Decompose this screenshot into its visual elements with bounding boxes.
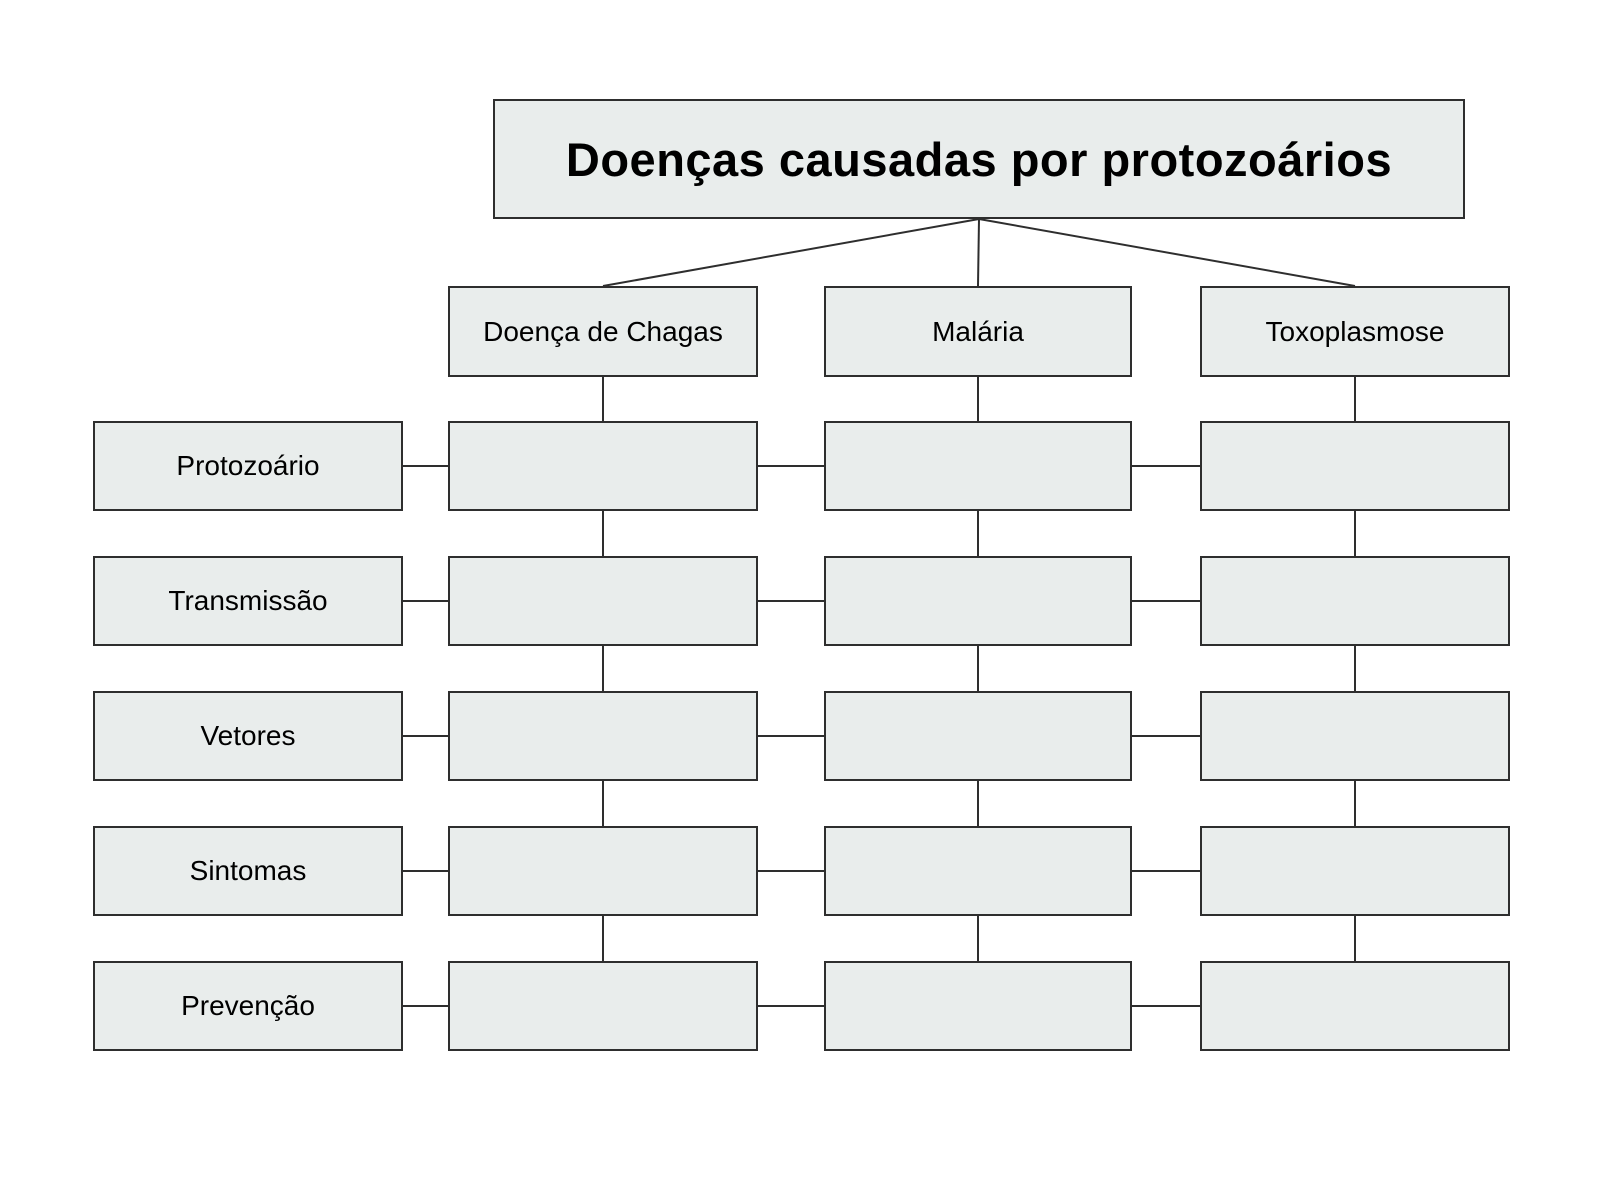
column-header-label: Malária [932, 315, 1024, 347]
row-label: Transmissão [168, 585, 328, 616]
row-label: Prevenção [181, 990, 315, 1021]
grid-cell-r2c3[interactable] [1200, 556, 1510, 646]
diagram-title: Doenças causadas por protozoários [565, 132, 1393, 186]
row-label-protozoario[interactable]: Protozoário [93, 421, 403, 511]
row-label: Protozoário [176, 450, 320, 481]
row-label: Sintomas [189, 855, 307, 886]
grid-cell-r4c2[interactable] [824, 826, 1132, 916]
column-header-doenca-de-chagas[interactable]: Doença de Chagas [448, 286, 758, 377]
grid-cell-r5c2[interactable] [824, 961, 1132, 1051]
column-header-malaria[interactable]: Malária [824, 286, 1132, 377]
grid-cell-r1c3[interactable] [1200, 421, 1510, 511]
column-header-toxoplasmose[interactable]: Toxoplasmose [1200, 286, 1510, 377]
row-label-transmissao[interactable]: Transmissão [93, 556, 403, 646]
grid-cell-r3c3[interactable] [1200, 691, 1510, 781]
row-label-prevencao[interactable]: Prevenção [93, 961, 403, 1051]
row-label-sintomas[interactable]: Sintomas [93, 826, 403, 916]
grid-cell-r1c1[interactable] [448, 421, 758, 511]
grid-cell-r4c3[interactable] [1200, 826, 1510, 916]
row-label: Vetores [200, 720, 296, 751]
diagram-title-box[interactable]: Doenças causadas por protozoários [493, 99, 1465, 219]
grid-cell-r3c2[interactable] [824, 691, 1132, 781]
grid-cell-r2c1[interactable] [448, 556, 758, 646]
grid-cell-r5c1[interactable] [448, 961, 758, 1051]
grid-cell-r4c1[interactable] [448, 826, 758, 916]
grid-cell-r3c1[interactable] [448, 691, 758, 781]
column-header-label: Toxoplasmose [1265, 315, 1445, 347]
row-label-vetores[interactable]: Vetores [93, 691, 403, 781]
grid-cell-r1c2[interactable] [824, 421, 1132, 511]
grid-cell-r2c2[interactable] [824, 556, 1132, 646]
column-header-label: Doença de Chagas [483, 315, 723, 347]
grid-cell-r5c3[interactable] [1200, 961, 1510, 1051]
